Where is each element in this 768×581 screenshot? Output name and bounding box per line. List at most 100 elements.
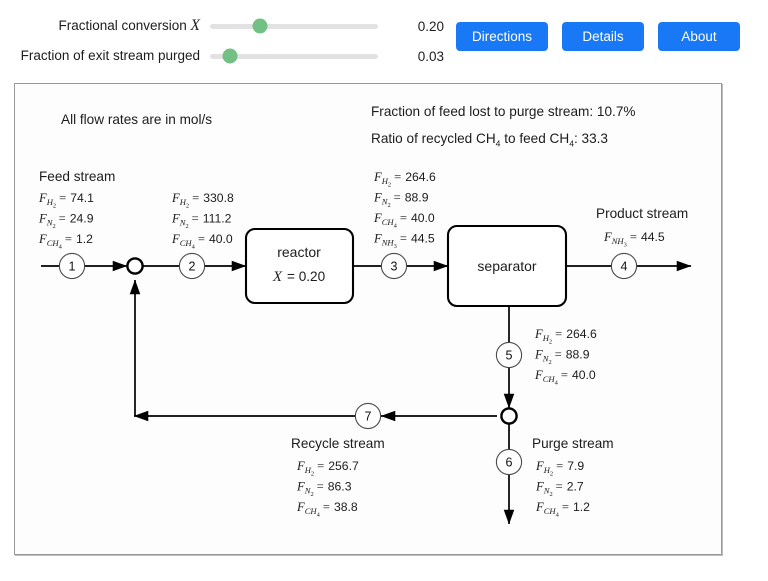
- recycle-ratio-mid: to feed CH: [500, 131, 569, 146]
- slider-fraction-purged[interactable]: [210, 46, 378, 66]
- flow-value: 264.6: [405, 170, 436, 184]
- species-subscript: 2: [549, 491, 552, 498]
- stream-badge-5[interactable]: [495, 341, 523, 369]
- stream-value-row: FNH3=44.5: [373, 232, 435, 250]
- mixer-junction[interactable]: [126, 257, 144, 275]
- equals-sign: =: [555, 348, 562, 362]
- species-subscript: 2: [52, 223, 55, 230]
- flow-value: 256.7: [328, 459, 359, 473]
- flow-value: 7.9: [567, 459, 584, 473]
- equals-sign: =: [59, 212, 66, 226]
- stream-badge-6[interactable]: [495, 448, 523, 476]
- stream-badge-4[interactable]: [610, 252, 638, 280]
- species-label: N: [46, 218, 54, 228]
- flow-value: 88.9: [566, 348, 590, 362]
- species-label: N: [179, 218, 187, 228]
- equals-sign: =: [317, 480, 324, 494]
- splitter-junction[interactable]: [500, 407, 518, 425]
- stream-badge-1[interactable]: [58, 252, 86, 280]
- separator-box[interactable]: [446, 224, 568, 308]
- species-label: NH: [611, 236, 625, 246]
- stream-value-row: FH2=7.9: [535, 459, 584, 477]
- reactor-conversion-symbol: X: [272, 269, 283, 285]
- stream-badge-2[interactable]: [178, 252, 206, 280]
- recycle-ratio-prefix: Ratio of recycled CH: [371, 131, 496, 146]
- stream-value-row: FH2=330.8: [171, 191, 234, 209]
- flow-value: 44.5: [411, 232, 435, 246]
- species-label: CH: [47, 238, 60, 248]
- stream-value-row: FN2=111.2: [171, 212, 232, 230]
- species-subscript: 4: [556, 511, 560, 518]
- stream-value-row: FN2=86.3: [296, 480, 352, 498]
- product-stream-title: Product stream: [596, 206, 688, 221]
- flow-symbol: F: [534, 327, 543, 341]
- stream-badge-7[interactable]: [354, 402, 382, 430]
- species-label: CH: [543, 374, 556, 384]
- recycle-ratio-suffix: : 33.3: [574, 131, 608, 146]
- species-label: H: [542, 333, 550, 343]
- species-subscript: 4: [317, 511, 321, 518]
- equals-sign: =: [555, 327, 562, 341]
- stream-value-row: FCH4=40.0: [171, 232, 233, 250]
- slider-track-conversion[interactable]: [210, 23, 378, 29]
- species-subscript: 3: [394, 243, 397, 250]
- species-subscript: 2: [185, 223, 188, 230]
- flow-symbol: F: [171, 191, 180, 205]
- species-subscript: 2: [53, 202, 56, 209]
- species-label: NH: [381, 238, 395, 248]
- species-label: N: [543, 486, 551, 496]
- flow-value: 40.0: [209, 232, 233, 246]
- equals-sign: =: [562, 500, 569, 514]
- reactor-conversion-value: = 0.20: [287, 269, 326, 284]
- slider-value-conversion: 0.20: [417, 18, 444, 34]
- about-button[interactable]: About: [658, 22, 741, 51]
- recycle-ratio-summary: Ratio of recycled CH4 to feed CH4: 33.3: [371, 131, 608, 149]
- flow-symbol: F: [296, 500, 305, 514]
- button-group: Directions Details About: [456, 22, 741, 51]
- stream-value-row: FN2=24.9: [38, 212, 94, 230]
- slider-fractional-conversion[interactable]: [210, 16, 378, 36]
- flow-symbol: F: [171, 212, 180, 226]
- flow-value: 111.2: [203, 212, 232, 226]
- slider-thumb-purged[interactable]: [222, 48, 238, 64]
- recycle-ratio-sub1: 4: [496, 139, 501, 149]
- slider-thumb-conversion[interactable]: [252, 18, 268, 34]
- stream-value-row: FNH3=44.5: [603, 230, 665, 248]
- flow-value: 1.2: [76, 232, 93, 246]
- flowsheet-panel: All flow rates are in mol/s Fraction of …: [14, 83, 722, 555]
- stream-number-3: 3: [391, 260, 398, 274]
- stream-number-4: 4: [621, 260, 628, 274]
- flow-symbol: F: [534, 368, 543, 382]
- reactor-box[interactable]: [244, 227, 355, 305]
- stream-number-7: 7: [365, 410, 372, 424]
- purge-loss-summary: Fraction of feed lost to purge stream: 1…: [371, 104, 635, 119]
- flow-value: 40.0: [411, 211, 435, 225]
- flow-symbol: F: [535, 459, 544, 473]
- slider-row-fraction-purged: Fraction of exit stream purged 0.03: [0, 43, 448, 69]
- equals-sign: =: [394, 170, 401, 184]
- species-subscript: 3: [624, 241, 627, 248]
- flow-symbol: F: [373, 211, 382, 225]
- flow-symbol: F: [603, 230, 612, 244]
- flow-value: 330.8: [203, 191, 234, 205]
- species-subscript: 2: [186, 202, 189, 209]
- species-label: N: [304, 486, 312, 496]
- stream-badge-3[interactable]: [380, 252, 408, 280]
- directions-button[interactable]: Directions: [456, 22, 549, 51]
- slider-track-purged[interactable]: [210, 53, 378, 59]
- equals-sign: =: [400, 211, 407, 225]
- species-subscript: 2: [388, 181, 391, 188]
- flow-value: 44.5: [641, 230, 665, 244]
- details-button[interactable]: Details: [562, 22, 645, 51]
- equals-sign: =: [556, 480, 563, 494]
- flow-value: 86.3: [328, 480, 352, 494]
- recycle-stream-title: Recycle stream: [291, 436, 385, 451]
- flow-symbol: F: [373, 170, 382, 184]
- recycle-ratio-sub2: 4: [569, 139, 574, 149]
- flow-value: 74.1: [70, 191, 94, 205]
- equals-sign: =: [323, 500, 330, 514]
- flow-symbol: F: [373, 232, 382, 246]
- species-label: H: [179, 197, 187, 207]
- flow-symbol: F: [534, 348, 543, 362]
